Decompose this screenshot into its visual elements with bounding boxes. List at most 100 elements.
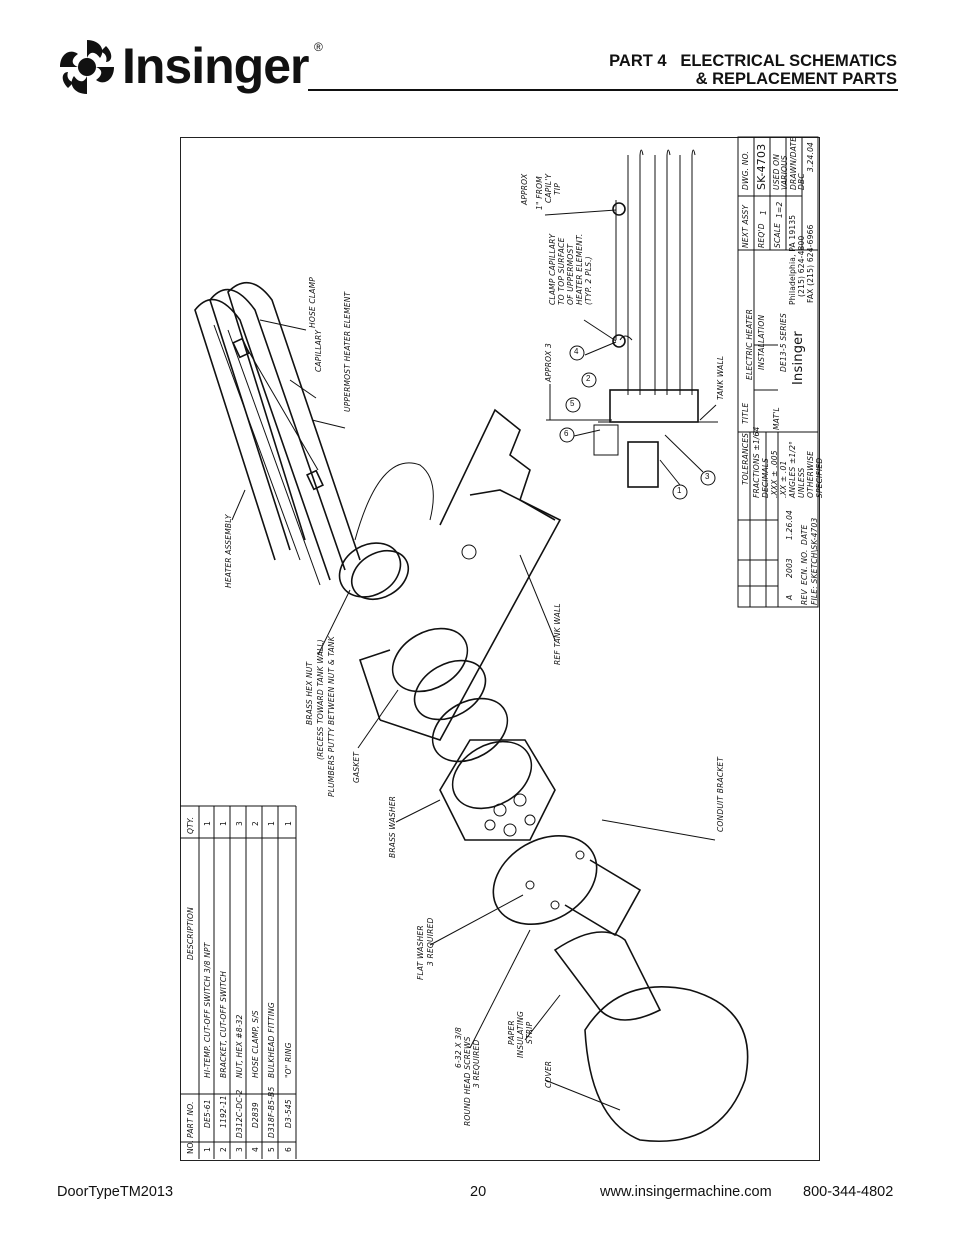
- page-header-title: PART 4 ELECTRICAL SCHEMATICS & REPLACEME…: [477, 52, 897, 88]
- part-row-4-part: D2839: [251, 1102, 260, 1128]
- label-paper: PAPER: [507, 1020, 516, 1045]
- tb-decimals: DECIMALS: [761, 457, 770, 498]
- label-clamp-capillary-4: HEATER ELEMENT.: [575, 233, 584, 305]
- part-row-2-qty: 1: [219, 821, 228, 826]
- label-brass-washer: BRASS WASHER: [388, 795, 397, 858]
- tb-title-3: DE13-5 SERIES: [779, 313, 788, 372]
- insinger-swirl-icon: [60, 40, 114, 94]
- part-row-4-desc: HOSE CLAMP, S/S: [251, 1010, 260, 1078]
- footer-page-number: 20: [470, 1184, 487, 1200]
- part-row-1-qty: 1: [203, 821, 212, 826]
- tb-reqd-val: 1: [759, 210, 768, 215]
- brand-logo: Insinger ®: [56, 36, 326, 96]
- parts-col-qty: QTY.: [186, 816, 195, 834]
- part-row-2-no: 2: [219, 1147, 228, 1152]
- parts-col-partno: PART NO.: [186, 1101, 195, 1138]
- part-row-5-no: 5: [267, 1147, 276, 1152]
- label-clamp-capillary-3: OF UPPERMOST: [566, 243, 575, 305]
- tb-next-assy: NEXT ASSY: [741, 204, 750, 248]
- tb-rev: REV: [800, 589, 809, 605]
- tb-date-val: 3.24.04: [806, 141, 815, 172]
- leader-lines: [231, 209, 717, 1111]
- part-row-4-qty: 2: [251, 821, 260, 826]
- part-row-1-part: DE5-61: [203, 1099, 212, 1128]
- tb-date-a: 1.26.04: [785, 509, 794, 540]
- tb-specified: SPECIFIED: [815, 457, 824, 498]
- label-recess: (RECESS TOWARD TANK WALL): [316, 639, 325, 760]
- tb-city: Philadelphia, PA 19135: [788, 214, 797, 305]
- header-rule: [308, 89, 898, 91]
- label-approx-tip-2: 1" FROM: [535, 176, 544, 210]
- header-title-line-1: PART 4 ELECTRICAL SCHEMATICS: [609, 52, 897, 70]
- tb-dwg-no-label: DWG. NO.: [741, 151, 750, 190]
- tb-unless: UNLESS: [797, 467, 806, 498]
- label-insulating: INSULATING: [516, 1010, 525, 1058]
- heater-elements: [194, 282, 434, 586]
- tank-wall: [358, 408, 562, 741]
- parts-table-grid: [180, 805, 297, 1159]
- tb-fractions: FRACTIONS ±1/64: [752, 426, 761, 498]
- label-approx-3: APPROX 3: [544, 343, 553, 382]
- label-clamp-capillary-1: CLAMP CAPILLARY: [548, 233, 557, 305]
- tb-xxx: .XXX ± .005: [770, 450, 779, 498]
- balloon-5: 5: [570, 399, 575, 408]
- tb-matl: MAT'L: [772, 407, 781, 430]
- part-row-2-part: 1192-11: [219, 1095, 228, 1128]
- label-strip: STRIP: [525, 1021, 534, 1044]
- label-uppermost-element: UPPERMOST HEATER ELEMENT: [343, 291, 352, 412]
- tb-title-label: TITLE: [741, 402, 750, 424]
- label-flat-washer: FLAT WASHER: [416, 925, 425, 980]
- label-screws-size: 6-32 X 3/8: [454, 1027, 463, 1068]
- label-capillary: CAPILLARY: [314, 329, 323, 372]
- tb-rev-a: A: [785, 594, 794, 600]
- cutoff-switch-detail: [546, 149, 718, 488]
- part-row-6-no: 6: [284, 1147, 293, 1152]
- tb-otherwise: OTHERWISE: [806, 450, 815, 498]
- tb-phone: (215) 624-4800: [797, 235, 806, 297]
- parts-col-no: NO.: [186, 1140, 195, 1154]
- tb-drawn-val: DBC: [797, 173, 806, 190]
- part-row-4-no: 4: [251, 1147, 260, 1152]
- label-conduit-bracket: CONDUIT BRACKET: [716, 756, 725, 832]
- title-block-grid: [737, 136, 819, 608]
- label-hose-clamp: HOSE CLAMP: [308, 277, 317, 328]
- label-clamp-capillary-2: TO TOP SURFACE: [557, 237, 566, 305]
- tb-file: FILE: SKETCH\SK-4703: [810, 517, 819, 605]
- fitting-stack: [338, 542, 556, 841]
- tb-ecn-a: 2003: [785, 558, 794, 578]
- part-row-6-part: D3-545: [284, 1099, 293, 1128]
- label-approx-tip-3: CAPIL'Y: [544, 173, 553, 203]
- tb-various: VARIOUS: [780, 155, 789, 190]
- part-row-3-no: 3: [235, 1147, 244, 1152]
- label-heater-assembly: HEATER ASSEMBLY: [224, 514, 233, 588]
- label-cover: COVER: [544, 1060, 553, 1088]
- balloon-3: 3: [705, 472, 710, 481]
- label-plumbers-putty: PLUMBERS PUTTY BETWEEN NUT & TANK: [327, 636, 336, 797]
- tb-xx: .XX ± .01: [779, 460, 788, 498]
- balloon-1: 1: [677, 486, 682, 495]
- part-row-1-desc: HI-TEMP. CUT-OFF SWITCH 3/8 NPT: [203, 942, 212, 1078]
- tb-reqd: REQ'D: [757, 223, 766, 248]
- label-approx-tip-4: TIP: [553, 183, 562, 195]
- part-row-3-qty: 3: [235, 821, 244, 826]
- part-row-5-qty: 1: [267, 821, 276, 826]
- header-title-line-2: & REPLACEMENT PARTS: [695, 70, 897, 88]
- label-screws-qty: 3 REQUIRED: [472, 1039, 481, 1088]
- part-row-5-part: D318F-B5-B5: [267, 1086, 276, 1138]
- tb-scale-val: 1=2: [775, 201, 784, 218]
- parts-col-desc: DESCRIPTION: [186, 907, 195, 960]
- brand-name: Insinger: [122, 38, 309, 94]
- footer-doc-id: DoorTypeTM2013: [57, 1184, 174, 1200]
- registered-mark: ®: [314, 40, 323, 54]
- label-screws-type: ROUND HEAD SCREWS: [463, 1036, 472, 1126]
- tb-fax: FAX (215) 624-6966: [806, 224, 815, 303]
- balloon-2: 2: [586, 374, 591, 383]
- cover-assembly: [492, 834, 749, 1142]
- footer-website[interactable]: www.insingermachine.com: [600, 1184, 772, 1200]
- tb-title-2: INSTALLATION: [757, 314, 766, 370]
- tb-ecn: ECN. NO.: [800, 549, 809, 585]
- label-tank-wall: TANK WALL: [716, 355, 725, 400]
- tb-company: Insinger: [791, 331, 806, 385]
- label-flat-washer-qty: 3 REQUIRED: [426, 917, 435, 966]
